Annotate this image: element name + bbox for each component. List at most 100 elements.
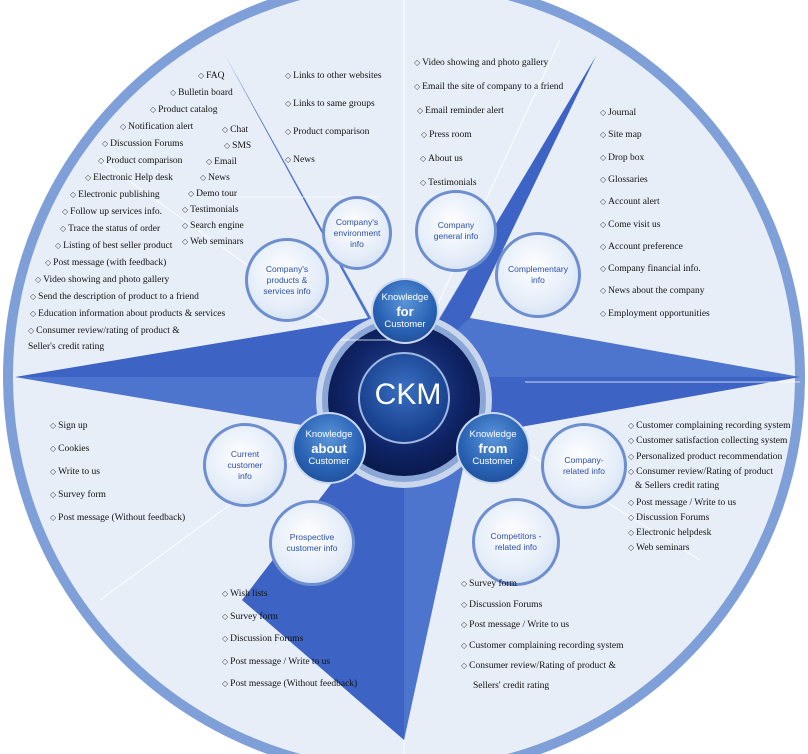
list-item-text: Discussion Forums (636, 512, 710, 523)
complementary-items-list-item: ◇Journal (600, 107, 636, 119)
bullet-diamond-icon: ◇ (600, 241, 607, 251)
bullet-diamond-icon: ◇ (600, 308, 607, 318)
complementary-items-list-item: ◇Come visit us (600, 219, 660, 231)
list-item-text: Listing of best seller product (63, 241, 173, 251)
products-items-list-item: ◇Product comparison (98, 155, 182, 167)
bullet-diamond-icon: ◇ (420, 154, 427, 163)
bullet-diamond-icon: ◇ (628, 436, 635, 446)
bullet-diamond-icon: ◇ (628, 466, 635, 476)
bullet-diamond-icon: ◇ (200, 173, 207, 182)
list-item-text: Consumer review/Rating of product & (469, 661, 616, 671)
bullet-diamond-icon: ◇ (182, 237, 189, 246)
bullet-diamond-icon: ◇ (628, 543, 635, 553)
list-item-text: Email reminder alert (425, 106, 504, 116)
company-related-items-list-item: ◇Electronic helpdesk (628, 527, 711, 539)
bullet-diamond-icon: ◇ (50, 444, 57, 453)
bullet-diamond-icon: ◇ (120, 122, 127, 131)
bullet-diamond-icon: ◇ (600, 286, 607, 296)
bubble-current-label: Current customer info (227, 448, 263, 481)
bullet-diamond-icon: ◇ (30, 292, 37, 301)
products-items-2-list-item: ◇SMS (224, 140, 251, 152)
bullet-diamond-icon: ◇ (102, 139, 109, 148)
list-item-text: Chat (230, 125, 249, 135)
list-item-text: Electronic Help desk (93, 173, 173, 183)
bullet-diamond-icon: ◇ (224, 141, 231, 150)
bullet-diamond-icon: ◇ (461, 620, 468, 629)
list-item-text: Testimonials (428, 178, 477, 188)
products-items-list-item: ◇Discussion Forums (102, 138, 183, 150)
list-item-text: Product comparison (293, 127, 370, 137)
knowledge-from-line1: Knowledge (469, 428, 517, 440)
bubble-prospective: Prospective customer info (269, 500, 355, 586)
bullet-diamond-icon: ◇ (628, 451, 635, 461)
bubble-competitors-label: Competitors -related info (490, 531, 542, 552)
bullet-diamond-icon: ◇ (35, 275, 42, 284)
prospective-items-list-item: ◇Wish lists (222, 588, 268, 600)
list-item-text: Discussion Forums (110, 139, 184, 149)
list-item-text: Discussion Forums (230, 634, 304, 644)
products-items-list-item: ◇Product catalog (150, 104, 218, 116)
company-related-items-list-item: ◇Post message / Write to us (628, 497, 736, 509)
bullet-diamond-icon: ◇ (188, 189, 195, 198)
bullet-diamond-icon: ◇ (50, 421, 57, 430)
knowledge-for-customer-node: Knowledge for Customer (371, 278, 439, 344)
bubble-environment: Company's environment info (322, 196, 392, 270)
list-item-text: Product comparison (106, 156, 183, 166)
products-items-2-list-item: ◇Email (206, 156, 237, 168)
bubble-environment-label: Company's environment info (333, 216, 381, 249)
products-items-2-list-item: ◇Testimonials (182, 204, 239, 216)
company-related-items-list-item: ◇Customer complaining recording system (628, 420, 791, 432)
current-items-list-item: ◇Survey form (50, 489, 106, 501)
company-related-items-list-item: ◇Personalized product recommendation (628, 451, 782, 463)
ckm-center (358, 352, 450, 444)
list-item-text: & Sellers credit rating (635, 481, 720, 492)
bullet-diamond-icon: ◇ (222, 656, 229, 666)
bullet-diamond-icon: ◇ (50, 513, 57, 522)
products-items-list-item: ◇Follow up services info. (62, 206, 162, 218)
products-items-list-item: ◇Post message (with feedback) (45, 257, 166, 269)
bullet-diamond-icon: ◇ (222, 679, 229, 688)
list-item-text: Bulletin board (178, 88, 233, 98)
list-item-text: Write to us (58, 467, 100, 477)
list-item-text: Customer complaining recording system (469, 640, 624, 651)
general-items-list-item: ◇About us (420, 153, 463, 165)
company-related-items-list-item: & Sellers credit rating (635, 481, 719, 492)
bullet-diamond-icon: ◇ (628, 512, 635, 522)
bubble-current: Current customer info (203, 423, 287, 507)
list-item-text: Journal (608, 108, 637, 118)
list-item-text: SMS (232, 141, 252, 151)
bullet-diamond-icon: ◇ (600, 152, 607, 162)
list-item-text: Post message / Write to us (230, 656, 331, 667)
bubble-complementary: Complementary info (495, 232, 581, 318)
knowledge-for-line3: Customer (384, 318, 426, 330)
list-item-text: Employment opportunities (608, 308, 710, 319)
bullet-diamond-icon: ◇ (461, 640, 468, 650)
products-items-2-list-item: ◇News (200, 172, 230, 184)
bullet-diamond-icon: ◇ (600, 264, 607, 274)
list-item-text: Notification alert (128, 122, 194, 132)
bullet-diamond-icon: ◇ (170, 88, 177, 97)
knowledge-for-line1: Knowledge (381, 291, 429, 303)
list-item-text: News (293, 155, 315, 165)
list-item-text: Education information about products & s… (38, 309, 226, 319)
bullet-diamond-icon: ◇ (600, 108, 607, 117)
products-items-list-item: ◇Trace the status of order (60, 223, 160, 235)
bullet-diamond-icon: ◇ (182, 221, 189, 230)
list-item-text: FAQ (206, 71, 225, 81)
competitors-items-list-item: ◇Discussion Forums (461, 599, 542, 611)
list-item-text: Customer complaining recording system (636, 421, 791, 431)
list-item-text: Sellers' credit rating (473, 680, 550, 691)
competitors-items-list-item: ◇Survey form (461, 578, 517, 590)
bullet-diamond-icon: ◇ (600, 197, 607, 207)
products-items-list-item: ◇Electronic Help desk (85, 172, 173, 184)
bullet-diamond-icon: ◇ (285, 127, 292, 136)
bullet-diamond-icon: ◇ (628, 421, 635, 430)
knowledge-from-customer-node: Knowledge from Customer (456, 412, 530, 484)
competitors-items-list-item: ◇Customer complaining recording system (461, 640, 624, 652)
knowledge-about-line1: Knowledge (305, 428, 353, 440)
list-item-text: Press room (429, 130, 472, 140)
competitors-items-list-item: Sellers' credit rating (473, 681, 549, 692)
list-item-text: Web seminars (636, 543, 690, 554)
knowledge-for-line2: for (396, 303, 414, 319)
